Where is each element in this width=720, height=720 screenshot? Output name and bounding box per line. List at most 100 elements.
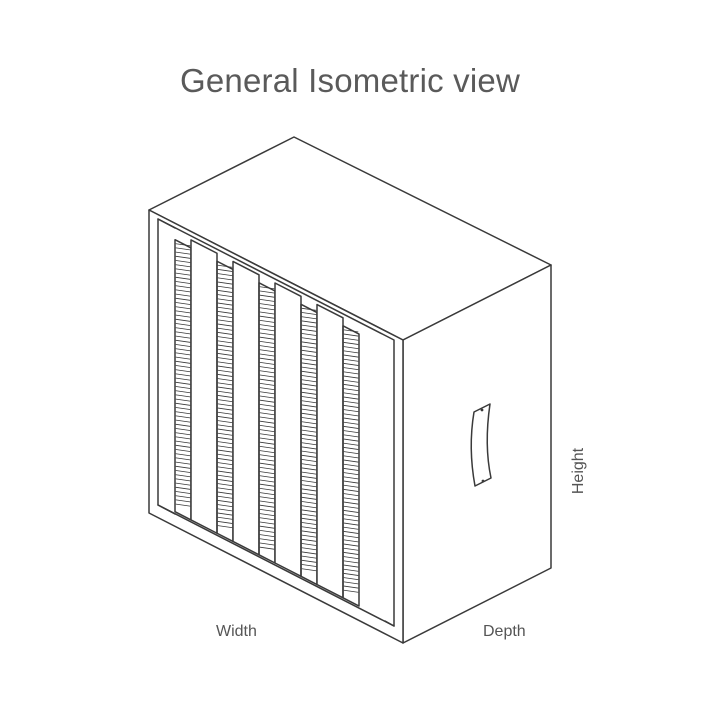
pleat-hatch-line xyxy=(175,474,191,478)
pleat-hatch-line xyxy=(343,484,359,488)
pleat-hatch-line xyxy=(217,311,233,314)
pleat-separator xyxy=(232,260,260,556)
pleat-hatch-line xyxy=(217,281,233,285)
pleat-hatch-line xyxy=(301,446,317,450)
pleat-hatch-line xyxy=(259,332,275,336)
pleat-hatch-line xyxy=(301,505,317,509)
pleat-hatch-line xyxy=(301,559,317,563)
pleat-hatch-line xyxy=(259,361,275,365)
pleat-hatch-line xyxy=(301,396,317,399)
pleat-hatch-line xyxy=(259,307,275,311)
pleat-hatch-line xyxy=(343,455,359,459)
pleat-hatch-line xyxy=(175,272,191,276)
pleat-hatch-line xyxy=(343,451,359,455)
pleat-hatch-line xyxy=(301,475,317,479)
pleat-hatch-line xyxy=(343,342,359,345)
pleat-hatch-line xyxy=(301,417,317,420)
pleat-hatch-line xyxy=(259,420,275,424)
pleat-hatch-line xyxy=(301,526,317,530)
pleat-hatch-line xyxy=(259,508,275,512)
pleat-hatch-line xyxy=(343,421,359,425)
pleat-hatch-line xyxy=(217,273,233,277)
pleat-hatch-line xyxy=(301,421,317,425)
pleat-hatch-line xyxy=(301,375,317,378)
pleat-hatch-line xyxy=(175,331,191,335)
pleat-hatch-line xyxy=(175,293,191,297)
pleat-hatch-line xyxy=(301,429,317,433)
pleat-hatch-line xyxy=(217,495,233,499)
pleat-hatch-line xyxy=(343,526,359,530)
pleat-hatch-line xyxy=(217,302,233,306)
pleat-hatch-line xyxy=(301,467,317,471)
pleat-hatch-line xyxy=(343,552,359,555)
pleat-hatch-line xyxy=(343,396,359,400)
pleat-hatch-line xyxy=(343,476,359,480)
pleat-hatch-line xyxy=(343,514,359,518)
pleat-hatch-line xyxy=(175,449,191,452)
pleat-hatch-line xyxy=(301,509,317,513)
pleat-hatch-line xyxy=(175,419,191,423)
pleat-hatch-line xyxy=(259,303,275,306)
pleat-hatch-line xyxy=(343,405,359,408)
pleat-hatch-line xyxy=(301,366,317,370)
pleat-hatch-line xyxy=(343,371,359,375)
pleat-hatch-line xyxy=(175,386,191,389)
pleat-hatch-line xyxy=(259,479,275,483)
pleat-hatch-line xyxy=(343,333,359,337)
pleat-separator xyxy=(190,239,218,534)
pleat-hatch-line xyxy=(301,454,317,458)
pleat-hatch-line xyxy=(343,417,359,421)
pleat-hatch-line xyxy=(217,466,233,470)
pleat-hatch-line xyxy=(343,438,359,442)
pleat-hatch-line xyxy=(301,324,317,328)
pleat-hatch-line xyxy=(343,510,359,513)
pleat-hatch-line xyxy=(217,424,233,428)
pleat-hatch-line xyxy=(217,483,233,487)
pleat-hatch-line xyxy=(259,458,275,462)
pleat-hatch-line xyxy=(175,444,191,448)
pleat-hatch-line xyxy=(259,357,275,361)
pleat-hatch-line xyxy=(175,478,191,482)
pleat-hatch-line xyxy=(259,399,275,403)
pleat-hatch-line xyxy=(301,534,317,538)
pleat-hatch-line xyxy=(259,370,275,374)
pleat-hatch-line xyxy=(217,277,233,281)
pleat-hatch-line xyxy=(217,319,233,323)
pleat-hatch-line xyxy=(343,392,359,396)
pleat-hatch-line xyxy=(175,323,191,326)
pleat-hatch-line xyxy=(175,260,191,263)
pleat-hatch-line xyxy=(175,247,191,251)
pleat-hatch-line xyxy=(259,328,275,332)
pleat-hatch-line xyxy=(343,493,359,497)
pleat-hatch-line xyxy=(343,350,359,354)
pleat-hatch-line xyxy=(259,450,275,453)
pleat-hatch-line xyxy=(259,483,275,487)
pleat-hatch-line xyxy=(217,344,233,348)
pleat-hatch-line xyxy=(175,432,191,436)
pleat-hatch-line xyxy=(217,437,233,440)
pleat-hatch-line xyxy=(343,577,359,581)
pleat-hatch-line xyxy=(217,332,233,335)
pleat-hatch-line xyxy=(175,503,191,507)
pleat-hatch-line xyxy=(301,433,317,437)
pleat-hatch-line xyxy=(175,411,191,415)
pleat-hatch-line xyxy=(217,365,233,369)
pleat-hatch-line xyxy=(301,408,317,412)
width-label: Width xyxy=(216,623,257,640)
pleat-hatch-line xyxy=(175,344,191,347)
pleat-hatch-line xyxy=(217,411,233,415)
pleat-hatch-line xyxy=(343,413,359,417)
pleat-hatch-line xyxy=(259,500,275,504)
pleat-hatch-line xyxy=(259,429,275,432)
pleat-hatch-line xyxy=(175,436,191,440)
pleat-hatch-line xyxy=(217,395,233,398)
pleat-hatch-line xyxy=(217,416,233,419)
pleat-hatch-line xyxy=(217,487,233,491)
pleat-hatch-line xyxy=(301,391,317,395)
pleat-hatch-line xyxy=(175,360,191,364)
pleat-hatch-line xyxy=(175,486,191,490)
diagram-title: General Isometric view xyxy=(179,62,520,99)
pleat-hatch-line xyxy=(259,403,275,407)
pleat-hatch-line xyxy=(301,370,317,374)
pleat-hatch-line xyxy=(343,384,359,387)
